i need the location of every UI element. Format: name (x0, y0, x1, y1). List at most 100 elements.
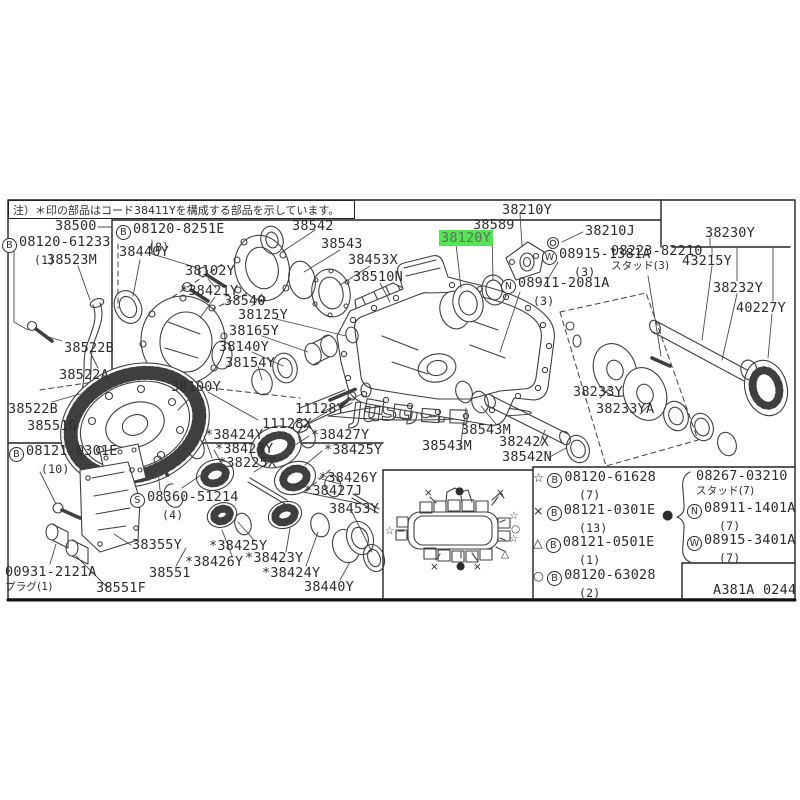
circled-letter-icon: S (130, 493, 145, 508)
part-label: 38355Y (132, 537, 182, 553)
legend-marker-icon: ☆ (385, 525, 395, 537)
legend-marker-icon: × (496, 487, 505, 499)
part-number-text: *38426Y (319, 470, 378, 486)
part-number-text: 38125Y (238, 307, 288, 323)
legend-marker-icon: × (430, 561, 439, 573)
part-label: 38120Y (439, 230, 493, 246)
bolt-pattern-diagram (395, 487, 511, 563)
part-label: 38100Y (171, 379, 221, 395)
part-number-text: 38210J (585, 223, 635, 239)
part-number-text: 08360-51214 (147, 489, 239, 505)
part-label: *38423Y (245, 550, 304, 566)
part-number-text: 08121-0301E (563, 502, 656, 518)
note-text: 注）＊印の部品はコード38411Yを構成する部品を示しています。 (13, 204, 340, 217)
part-number-text: 38453X (348, 252, 398, 268)
legend-marker-icon: × (424, 487, 433, 499)
part-quantity: (1) (34, 253, 56, 267)
part-number-text: 38355Y (132, 537, 182, 553)
part-label: 38233Y (573, 385, 623, 400)
part-quantity: (13) (579, 521, 608, 535)
part-label: 38500 (55, 218, 97, 234)
part-label: 38522B (64, 341, 114, 356)
part-number-text: 38522A (59, 367, 109, 383)
part-number-text: 38551F (96, 580, 146, 596)
part-number-text: 38543M (422, 438, 472, 454)
note-box: 注）＊印の部品はコード38411Yを構成する部品を示しています。 (8, 200, 355, 219)
legend-marker-icon: ● (456, 560, 465, 572)
side-shaft-drawing (592, 319, 789, 457)
part-number-text: 38100Y (171, 379, 221, 395)
part-label: 38510N (353, 270, 403, 285)
part-number-text: *38427Y (311, 427, 370, 443)
part-label: 38522A (59, 367, 109, 383)
legend-marker-icon: × (430, 561, 439, 573)
part-number-text: 38440Y (119, 244, 169, 260)
part-label: 38551F (96, 580, 146, 596)
part-number-text: 08267-03210 (696, 468, 788, 484)
part-number-text: 38210Y (502, 202, 552, 218)
part-number-text: 38500 (55, 218, 97, 234)
part-label: 38543 (321, 236, 363, 252)
part-quantity: (7) (719, 519, 741, 533)
part-quantity: (7) (579, 488, 601, 502)
part-label: 38440Y (304, 579, 354, 595)
legend-marker-icon: △ (533, 535, 543, 550)
part-number-text: 08911-1401A (704, 500, 796, 516)
part-number-text: 38440Y (304, 579, 354, 595)
legend-marker-icon: ○ (533, 568, 545, 583)
part-number-text: *38424Y (205, 427, 264, 443)
part-number-text: *38426Y (185, 554, 244, 570)
part-number-text: 38140Y (219, 339, 269, 355)
part-number-text: 08915-1381A (559, 246, 651, 262)
legend-marker-icon: △ (501, 548, 509, 560)
part-number-text: 38551G (27, 418, 77, 434)
part-number-text: 38543 (321, 236, 363, 252)
legend-marker-icon: ○ (511, 523, 521, 535)
part-label: 11128Y (295, 402, 345, 417)
legend-marker-icon: ☆ (533, 470, 545, 485)
legend-marker-icon: ● (455, 485, 465, 497)
part-quantity: (2) (579, 586, 601, 600)
part-number-text: 38540 (224, 293, 266, 309)
part-label: 38125Y (238, 307, 288, 323)
part-label: 11128X (262, 417, 312, 432)
part-quantity: (8) (148, 240, 170, 254)
circled-letter-icon: B (116, 225, 131, 240)
part-number-text: A381A 0244 (713, 582, 797, 598)
part-label: *38425Y (324, 443, 382, 458)
part-number-text: *38423Y (245, 550, 304, 566)
part-label: *38425Y (209, 539, 267, 554)
circled-letter-icon: N (501, 279, 516, 294)
part-label: *38427Y (311, 427, 370, 443)
part-label: 38210Y (502, 202, 552, 218)
part-number-text: 43215Y (682, 253, 732, 269)
part-label: 38233YA (596, 402, 654, 417)
part-label: 38589 (473, 218, 515, 233)
part-number-text: 38102Y (185, 263, 235, 279)
leader-lines (13, 213, 773, 589)
legend-marker-icon: ☆ (509, 533, 519, 545)
part-number-text: 08120-61628 (564, 469, 657, 485)
part-label: 38154Y (225, 356, 275, 371)
legend-marker-icon: ☆ (509, 533, 519, 545)
legend-marker-icon: × (533, 503, 544, 518)
part-sublabel: スタッド(7) (696, 484, 755, 497)
legend-marker-icon: ☆ (509, 510, 519, 522)
part-label: 38523M (47, 253, 97, 268)
part-number-text: 38522B (8, 401, 58, 417)
part-number-text: 08120-61233 (19, 234, 111, 250)
circled-letter-icon: W (687, 536, 702, 551)
part-label: 38551 (149, 566, 191, 581)
part-quantity: (1) (579, 553, 601, 567)
part-label: 38232Y (713, 281, 763, 296)
part-number-text: 38120Y (439, 230, 493, 246)
